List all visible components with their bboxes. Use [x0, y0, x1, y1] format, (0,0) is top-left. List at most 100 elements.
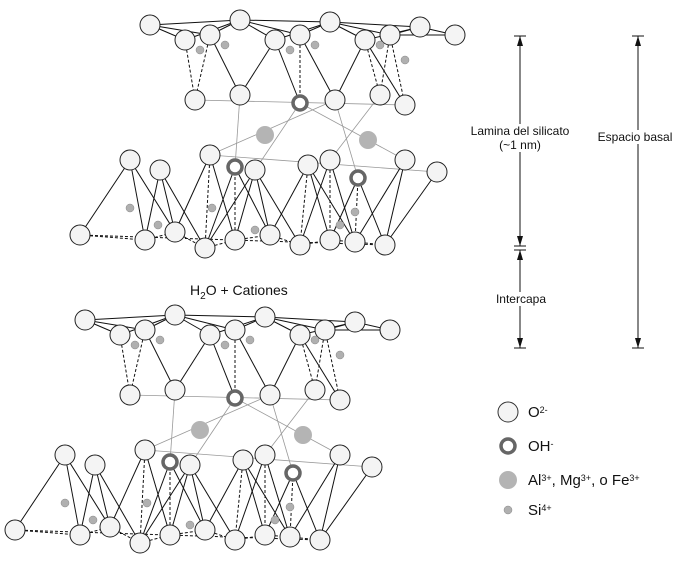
- silicon-atom: [250, 225, 260, 235]
- lamina-dimension-arrow: [517, 36, 523, 46]
- s: -: [550, 438, 554, 449]
- bond-line: [329, 159, 356, 243]
- espacio-basal-label: Espacio basal: [594, 130, 676, 144]
- oxygen-atom: [394, 94, 416, 116]
- bond-line: [194, 34, 211, 101]
- silicon-atom: [125, 203, 135, 213]
- bond-line: [204, 154, 211, 249]
- silicon-atom: [130, 340, 140, 350]
- octahedral-cation: [294, 426, 312, 444]
- bond-line: [264, 454, 291, 538]
- oxygen-atom: [344, 311, 366, 333]
- oxygen-atom: [254, 306, 276, 328]
- oxygen-atom: [297, 154, 319, 176]
- silicon-atom: [375, 40, 385, 50]
- bond-line: [144, 329, 176, 391]
- hydroxyl-group: [226, 389, 244, 407]
- oxygen-atom: [199, 144, 221, 166]
- bond-line: [209, 154, 236, 241]
- t: Al: [528, 472, 542, 489]
- t: Si: [528, 502, 542, 519]
- oxygen-atom: [224, 529, 246, 551]
- oxygen-atom: [224, 319, 246, 341]
- oxygen-atom: [319, 11, 341, 33]
- oxygen-atom: [259, 224, 281, 246]
- oxygen-atom: [69, 524, 91, 546]
- hydroxyl-group: [284, 464, 302, 482]
- silicon-atom: [400, 55, 410, 65]
- bond-line: [234, 459, 244, 541]
- silicon-atom: [88, 515, 98, 525]
- oxygen-atom: [109, 324, 131, 346]
- s: 2-: [539, 404, 548, 415]
- oxygen-atom: [164, 304, 186, 326]
- bond-line: [234, 454, 266, 541]
- bond-line: [84, 314, 176, 321]
- silicon-atom: [310, 335, 320, 345]
- oxygen-atom: [289, 24, 311, 46]
- intercapa-dimension-arrow: [517, 338, 523, 348]
- bond-line: [189, 464, 206, 531]
- silicon-atom: [245, 335, 255, 345]
- oxygen-atom: [324, 89, 346, 111]
- bond-line: [329, 21, 421, 28]
- oxygen-atom: [361, 456, 383, 478]
- bond-line: [139, 449, 146, 544]
- t: , Mg: [551, 472, 581, 489]
- bond-line: [307, 164, 356, 243]
- oxygen-atom: [149, 159, 171, 181]
- bond-line: [384, 159, 406, 246]
- bond-line: [174, 334, 211, 391]
- oxygen-atom: [379, 24, 401, 46]
- bond-line: [324, 329, 341, 401]
- silicon-atom: [220, 340, 230, 350]
- bond-line: [144, 169, 161, 241]
- bond-line: [129, 159, 176, 233]
- silicon-atom: [195, 45, 205, 55]
- oxygen-atom: [289, 324, 311, 346]
- bond-line: [234, 94, 241, 168]
- lamina-dimension-arrow: [517, 236, 523, 246]
- t: O: [528, 404, 540, 421]
- bond-line: [109, 449, 146, 528]
- bond-line: [254, 169, 301, 246]
- silicon-atom: [207, 203, 217, 213]
- bond-line: [204, 169, 256, 249]
- bond-line: [292, 472, 321, 541]
- lamina-text: Lamina del silicato: [470, 124, 570, 138]
- s: 4+: [541, 502, 552, 513]
- oxygen-atom: [84, 454, 106, 476]
- silicon-atom: [155, 335, 165, 345]
- oxygen-atom: [374, 234, 396, 256]
- bond-line: [204, 166, 236, 249]
- bond-line: [364, 39, 406, 106]
- bond-line: [129, 329, 146, 396]
- oxygen-atom: [229, 9, 251, 31]
- octahedral-cation: [191, 421, 209, 439]
- bond-line: [234, 169, 256, 241]
- oxygen-atom: [244, 159, 266, 181]
- bond-line: [299, 159, 331, 246]
- oxygen-atom: [199, 324, 221, 346]
- oxygen-atom: [139, 14, 161, 36]
- oxygen-atom: [174, 29, 196, 51]
- bond-line: [354, 159, 406, 243]
- legend-hydroxyl: OH-: [528, 438, 554, 455]
- oxygen-atom: [279, 526, 301, 548]
- sub: 2: [200, 290, 206, 302]
- bond-line: [234, 329, 271, 396]
- oxygen-atom: [74, 309, 96, 331]
- oxygen-atom: [119, 149, 141, 171]
- oxygen-atom: [304, 379, 326, 401]
- bond-line: [139, 464, 191, 544]
- hydroxyl-group: [291, 94, 309, 112]
- oxygen-atom: [329, 444, 351, 466]
- lamina-size-text: (~1 nm): [499, 138, 541, 152]
- bond-line: [64, 454, 111, 528]
- intercapa-dimension-arrow: [517, 250, 523, 260]
- silicon-atom: [60, 498, 70, 508]
- silicon-atom: [335, 350, 345, 360]
